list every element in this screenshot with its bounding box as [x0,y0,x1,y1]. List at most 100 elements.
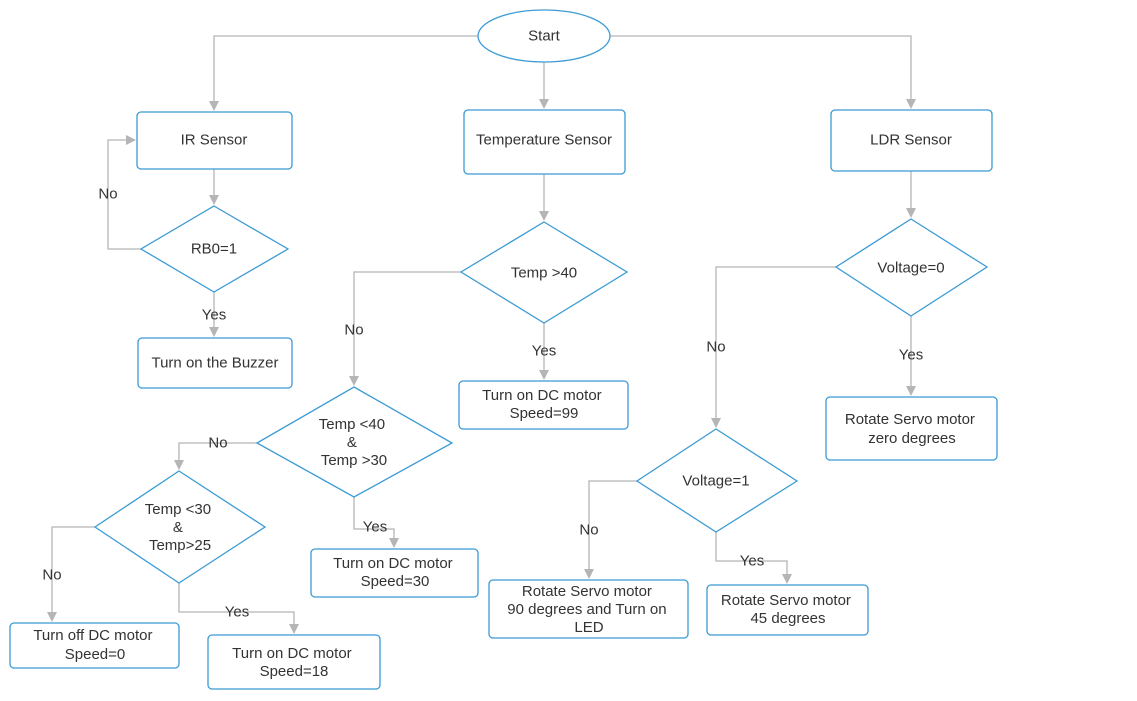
edge-label-temp-25-30-yes: Yes [225,604,249,621]
voltage1-label: Voltage=1 [682,473,749,490]
temp-25-30-diamond [93,470,267,584]
arrowhead [782,574,792,584]
connectors [47,35,916,634]
arrowhead [209,101,219,111]
arrowhead [349,376,359,386]
temp-30-40-line-2: & [347,434,357,451]
edge-label-temp-30-40-no: No [208,435,227,452]
dc-motor-30-box [310,548,479,598]
edge-gt40-no [353,271,461,378]
edge-label-temp-25-30-no: No [42,567,61,584]
rb0-decision-node: RB0=1 [139,205,290,293]
buzzer-box [137,337,293,389]
edge-label-voltage0-no: No [706,339,725,356]
dc-motor-30-line-1: Turn on DC motor [333,555,452,572]
dc-motor-99-box [458,380,629,430]
ir-sensor-node: IR Sensor [136,111,293,170]
ir-sensor-box [136,111,293,170]
dc-motor-18-line-1: Turn on DC motor [232,645,351,662]
arrowhead [906,386,916,396]
temperature-sensor-label: Temperature Sensor [476,132,612,149]
dc-motor-30-label: Turn on DC motor Speed=30 [333,555,457,590]
temp-30-40-line-3: Temp >30 [321,452,387,469]
arrowhead [47,612,57,622]
servo-zero-line-1: Rotate Servo motor [845,411,975,428]
edge-30-40-no [178,442,257,462]
edge-v0-no [715,266,836,420]
dc-motor-18-line-2: Speed=18 [260,663,329,680]
servo-zero-line-2: zero degrees [868,430,956,447]
temp-25-30-line-1: Temp <30 [145,501,211,518]
edge-rb0-no [107,139,141,250]
dc-motor-18-box [207,634,381,690]
voltage0-diamond [834,218,989,317]
temp-30-40-diamond [255,386,454,498]
nodes: Start IR Sensor Temperature Sensor LDR S… [9,9,998,690]
dc-motor-30-line-2: Speed=30 [361,573,430,590]
arrowhead [906,208,916,218]
edge-label-voltage1-no: No [579,522,598,539]
servo-90-line-2: 90 degrees and Turn on [507,601,666,618]
dc-motor-30-node: Turn on DC motor Speed=30 [310,548,479,598]
arrowhead [711,418,721,428]
temp-25-30-label: Temp <30 & Temp>25 [145,501,215,554]
ldr-sensor-node: LDR Sensor [830,109,993,172]
rb0-diamond [139,205,290,293]
dc-motor-off-line-2: Speed=0 [65,646,125,663]
dc-motor-off-box [9,622,180,669]
servo-zero-label: Rotate Servo motor zero degrees [845,411,979,447]
temp-25-30-line-2: & [173,519,183,536]
ldr-sensor-box [830,109,993,172]
servo-zero-box [825,396,998,461]
dc-motor-18-node: Turn on DC motor Speed=18 [207,634,381,690]
voltage0-label: Voltage=0 [877,260,944,277]
temp-30-40-decision-node: Temp <40 & Temp >30 [255,386,454,498]
edge-start-ldr [610,35,912,101]
edge-25-30-yes [178,583,295,626]
arrowhead [906,99,916,109]
arrowhead [584,569,594,579]
temp-gt40-decision-node: Temp >40 [459,221,629,324]
temp-25-30-decision-node: Temp <30 & Temp>25 [93,470,267,584]
temp-30-40-label: Temp <40 & Temp >30 [319,416,389,469]
buzzer-label: Turn on the Buzzer [151,355,278,372]
dc-motor-off-node: Turn off DC motor Speed=0 [9,622,180,669]
servo-45-line-1: Rotate Servo motor [721,592,851,609]
arrowhead [209,327,219,337]
temp-gt40-label: Temp >40 [511,265,577,282]
servo-45-node: Rotate Servo motor 45 degrees [706,584,869,636]
rb0-label: RB0=1 [191,241,237,258]
edge-label-temp-gt40-no: No [344,322,363,339]
servo-45-box [706,584,869,636]
voltage0-decision-node: Voltage=0 [834,218,989,317]
dc-motor-18-label: Turn on DC motor Speed=18 [232,645,356,680]
servo-90-label: Rotate Servo motor 90 degrees and Turn o… [507,583,670,636]
edge-start-ir [213,35,479,103]
temperature-sensor-node: Temperature Sensor [463,109,626,175]
voltage1-diamond [635,428,799,533]
servo-90-box [488,579,689,639]
arrowhead [126,135,136,145]
ir-sensor-label: IR Sensor [181,132,248,149]
servo-90-line-3: LED [574,619,603,636]
servo-45-label: Rotate Servo motor 45 degrees [721,592,855,627]
ldr-sensor-label: LDR Sensor [870,132,952,149]
edge-label-temp-gt40-yes: Yes [532,343,556,360]
temperature-sensor-box [463,109,626,175]
arrowhead [539,99,549,109]
arrowhead [389,538,399,548]
edge-label-temp-30-40-yes: Yes [363,519,387,536]
temp-25-30-line-3: Temp>25 [149,537,211,554]
edge-label-voltage0-yes: Yes [899,347,923,364]
arrowhead [539,211,549,221]
edge-v1-yes [715,532,788,576]
start-ellipse [477,9,611,63]
servo-90-line-1: Rotate Servo motor [522,583,652,600]
arrowhead [289,624,299,634]
edge-label-rb0-yes: Yes [202,307,226,324]
edge-30-40-yes [353,497,395,540]
arrowhead [209,195,219,205]
dc-motor-99-line-1: Turn on DC motor [482,387,601,404]
dc-motor-off-line-1: Turn off DC motor [33,627,152,644]
